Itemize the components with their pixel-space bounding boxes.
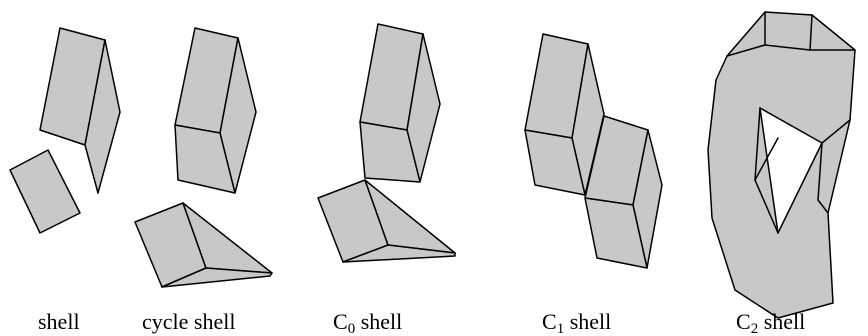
label-c0-rest: shell xyxy=(355,309,402,334)
label-c2-rest: shell xyxy=(758,309,805,334)
c2-shell-ring-hole xyxy=(759,107,823,234)
label-c0-main: C xyxy=(333,309,348,334)
c2-shell-inner-edge-bottom xyxy=(817,142,829,214)
label-cycle-shell: cycle shell xyxy=(142,309,235,334)
label-c2-subscript: 2 xyxy=(751,321,759,336)
c1-shell-diagram xyxy=(524,33,663,269)
c2-shell-inner-edge-divider-right xyxy=(809,14,813,51)
label-c1-main: C xyxy=(542,309,557,334)
c2-shell-inner-edge-mid xyxy=(754,137,779,181)
label-c0-subscript: 0 xyxy=(348,321,356,336)
c2-shell-inner-edge-top xyxy=(726,44,856,57)
c0-shell-wedge-base-face xyxy=(342,244,456,263)
shell-box-side-face xyxy=(84,39,121,194)
c0-shell-diagram xyxy=(317,23,456,263)
c0-shell-box-bottom-face xyxy=(359,121,421,183)
label-c0-shell: C0 shell xyxy=(333,309,402,336)
cycle-shell-box-bottom-face xyxy=(174,124,236,194)
label-c2-main: C xyxy=(736,309,751,334)
cycle-shell-wedge-base-face xyxy=(161,267,273,288)
label-c1-shell: C1 shell xyxy=(542,309,611,336)
c2-shell-inner-edge-right xyxy=(821,119,851,144)
label-c1-subscript: 1 xyxy=(557,321,565,336)
label-shell: shell xyxy=(38,309,80,334)
label-c2-shell: C2 shell xyxy=(736,309,805,336)
c2-shell-diagram xyxy=(707,11,856,319)
label-c1-rest: shell xyxy=(564,309,611,334)
c1-shell-lower-bottom-face xyxy=(584,197,648,269)
shell-small-face xyxy=(9,149,81,234)
cycle-shell-diagram xyxy=(134,27,273,288)
shell-diagram xyxy=(9,27,121,234)
